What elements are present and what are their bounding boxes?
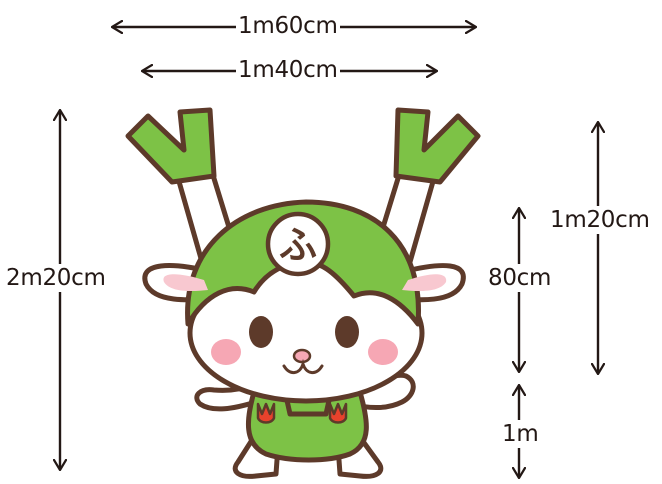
right-cheek xyxy=(368,339,398,365)
left-cheek xyxy=(211,339,241,365)
left-leek-leaves xyxy=(125,107,217,185)
height-total-label: 2m20cm xyxy=(4,264,108,292)
mascot-illustration xyxy=(125,107,481,479)
hat-emblem-symbol: ふ xyxy=(279,223,317,267)
hat-emblem xyxy=(265,211,331,277)
right-tulip xyxy=(328,402,348,424)
left-ear-inner xyxy=(163,274,208,292)
right-eye xyxy=(335,316,359,348)
right-leek-leaves xyxy=(393,107,481,185)
height-head-label: 80cm xyxy=(486,264,554,292)
height-upper-label: 1m20cm xyxy=(548,206,652,234)
left-tulip xyxy=(256,402,276,424)
right-ear-inner xyxy=(402,274,447,292)
left-eye xyxy=(249,316,273,348)
hat xyxy=(185,199,421,327)
width-outer-label: 1m60cm xyxy=(236,12,340,40)
height-lower-label: 1m xyxy=(500,420,541,448)
nose xyxy=(292,348,312,364)
mouth xyxy=(282,358,324,374)
width-inner-label: 1m40cm xyxy=(236,56,340,84)
